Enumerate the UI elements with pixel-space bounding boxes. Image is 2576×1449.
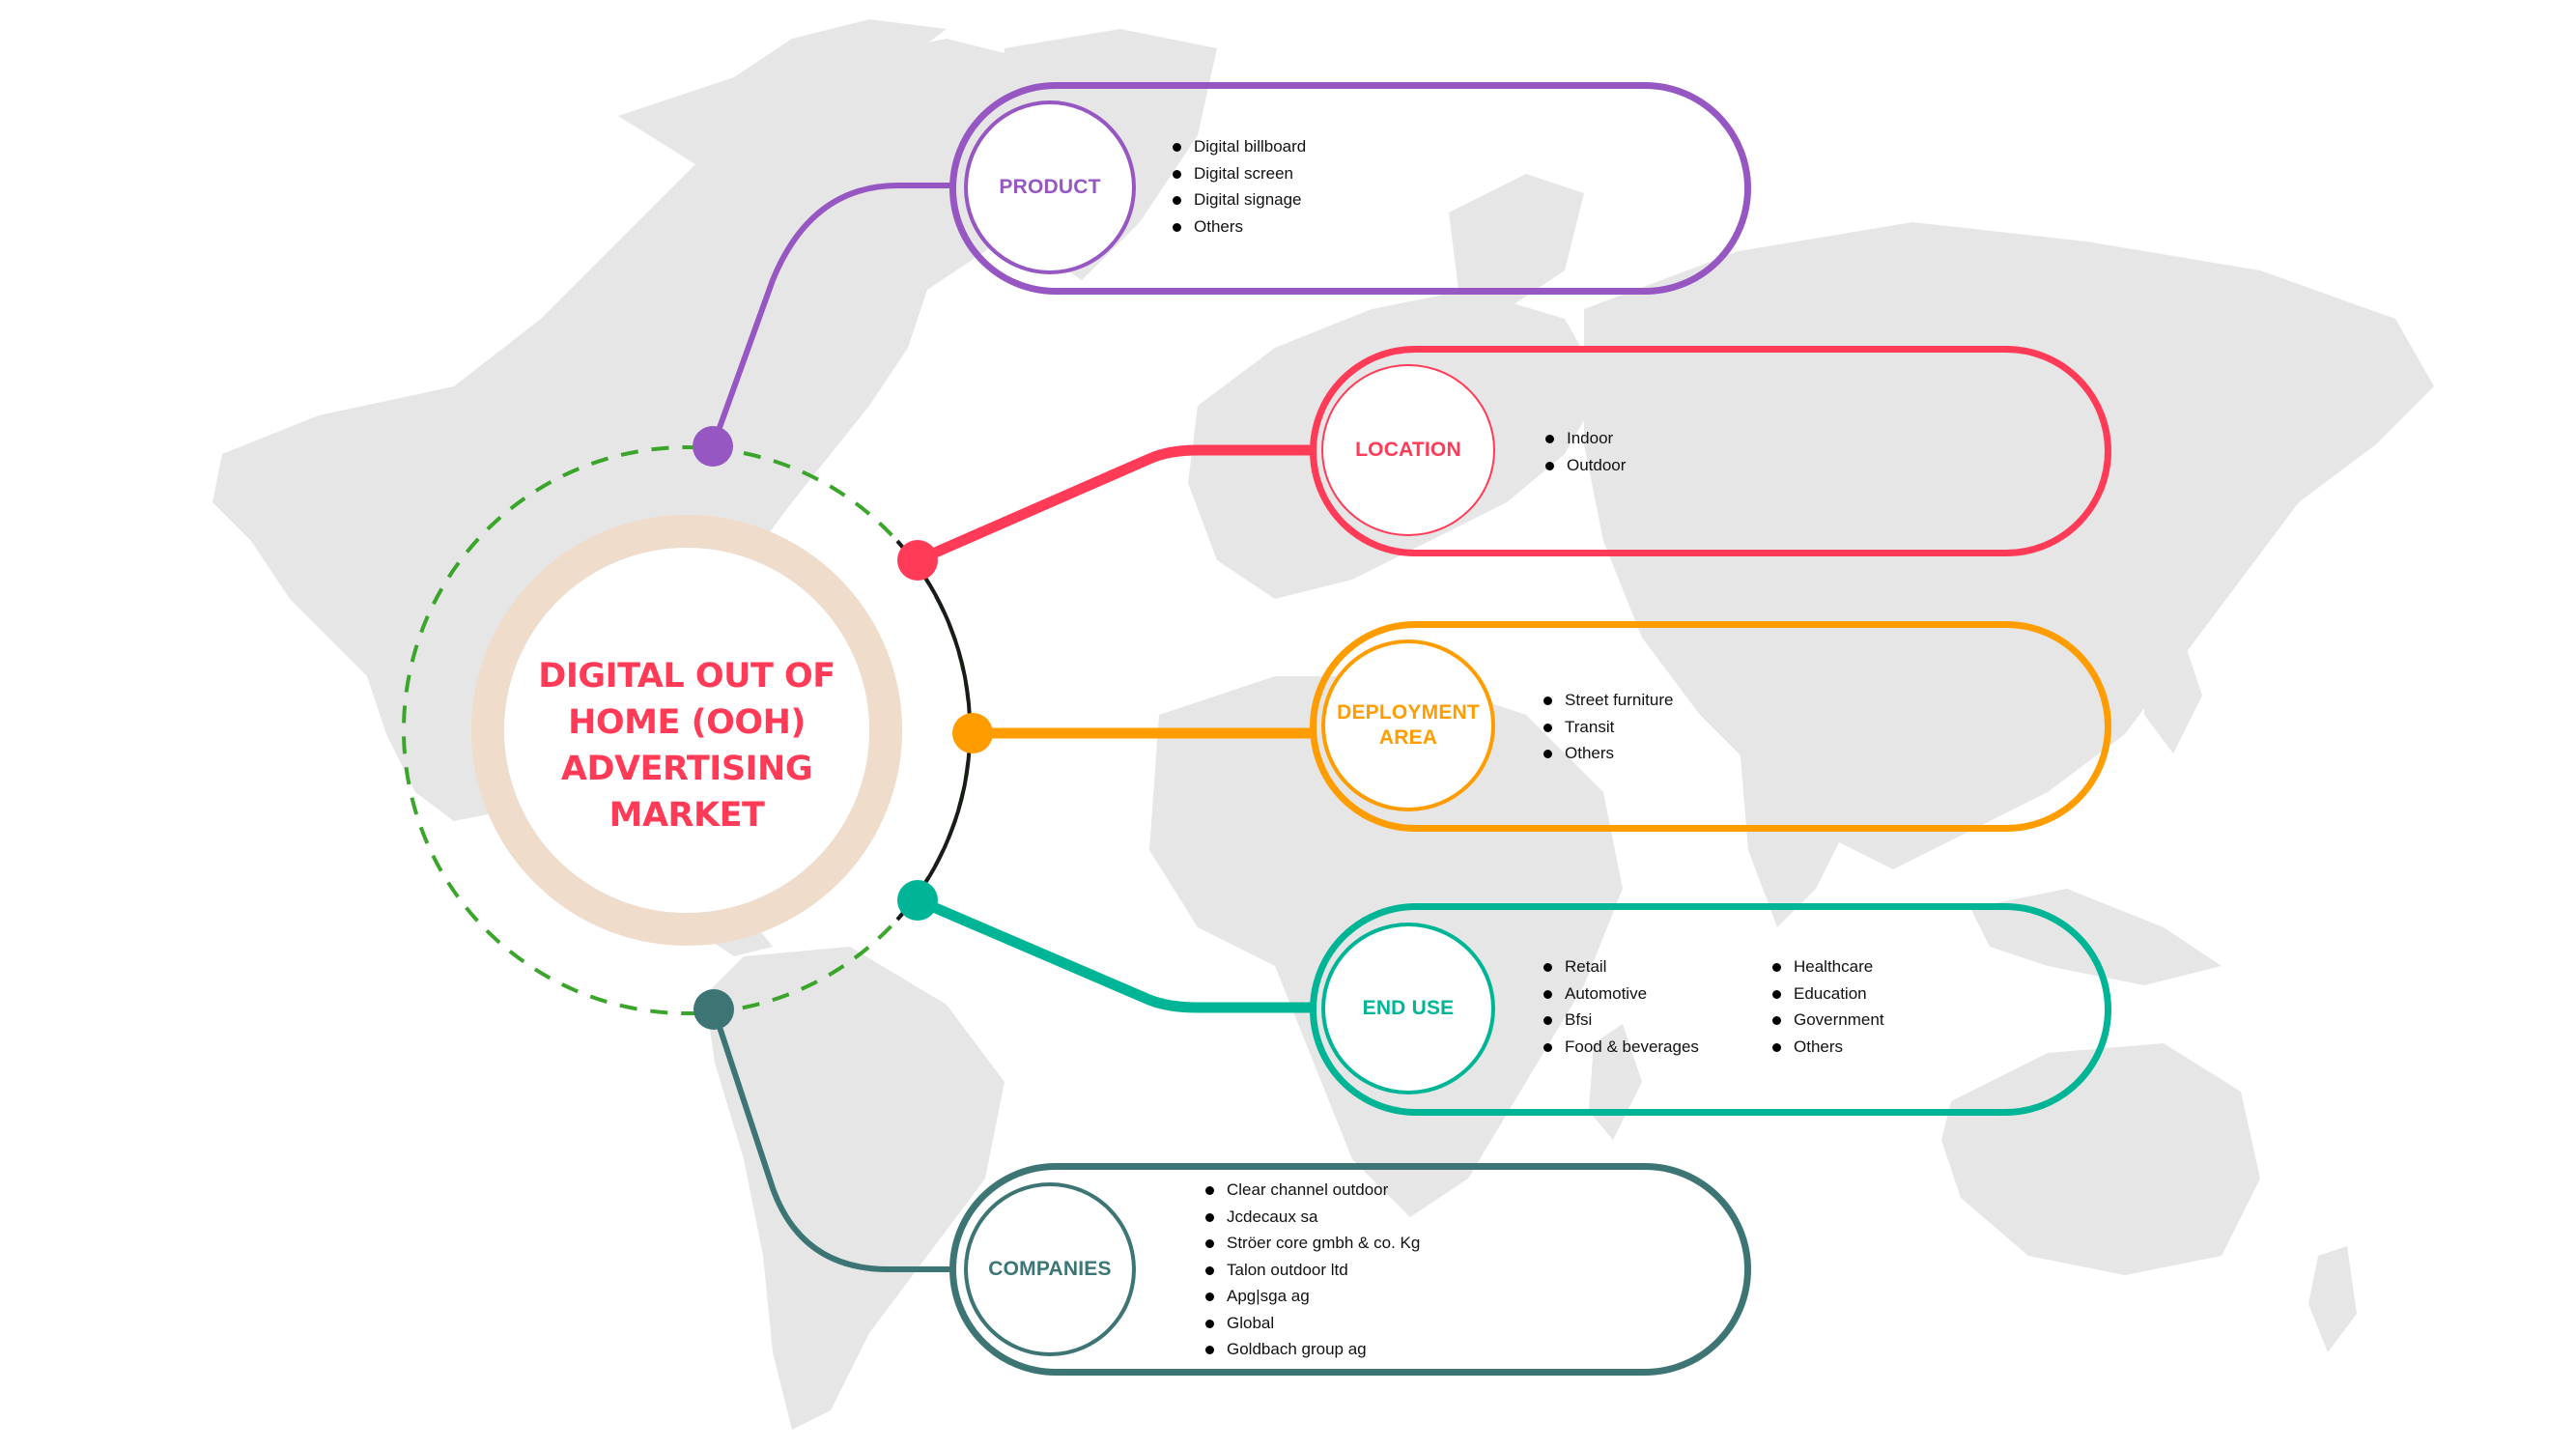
segment-items-companies: Clear channel outdoor Jcdecaux sa Ströer… [1205,1177,1420,1363]
list-item: Food & beverages [1543,1034,1699,1061]
segment-items-location: Indoor Outdoor [1545,425,1626,478]
segment-label-location: LOCATION [1355,439,1461,461]
list-item: Others [1772,1034,1884,1061]
connector-product [710,183,951,448]
segment-items-product: Digital billboard Digital screen Digital… [1173,133,1306,240]
list-item: Global [1205,1310,1420,1337]
center-title-line: ADVERTISING [560,750,813,788]
list-item: Education [1772,980,1884,1008]
list-item: Digital screen [1173,160,1306,187]
segment-badge-companies: COMPANIES [964,1182,1136,1356]
connector-end-use [915,895,1314,1013]
list-item: Bfsi [1543,1007,1699,1034]
list-item: Ströer core gmbh & co. Kg [1205,1230,1420,1257]
segment-items-end-use-col2: Healthcare Education Government Others [1772,953,1884,1060]
segment-items-deployment-area: Street furniture Transit Others [1543,687,1673,767]
list-item: Others [1543,740,1673,767]
center-title-line: DIGITAL OUT OF [538,657,835,696]
list-item: Talon outdoor ltd [1205,1257,1420,1284]
list-item: Healthcare [1772,953,1884,980]
list-item: Automotive [1543,980,1699,1008]
node-dot-location [897,540,938,581]
connector-companies [711,1009,951,1272]
list-item: Jcdecaux sa [1205,1204,1420,1231]
label-line: DEPLOYMENT [1337,701,1480,724]
segment-card-product [949,82,1751,295]
node-dot-deployment [952,713,993,753]
segment-badge-deployment-area: DEPLOYMENT AREA [1321,639,1495,811]
list-item: Digital signage [1173,186,1306,213]
center-title: DIGITAL OUT OF HOME (OOH) ADVERTISING MA… [494,653,880,838]
center-disk [504,548,869,913]
segment-badge-product: PRODUCT [964,100,1136,274]
node-dot-product [693,426,733,467]
list-item: Clear channel outdoor [1205,1177,1420,1204]
connector-location [915,444,1314,566]
list-item: Outdoor [1545,452,1626,479]
segment-label-deployment-area: DEPLOYMENT AREA [1337,700,1480,751]
node-dot-end-use [897,880,938,921]
node-dot-companies [694,989,734,1030]
segment-items-end-use-col1: Retail Automotive Bfsi Food & beverages [1543,953,1699,1060]
list-item: Street furniture [1543,687,1673,714]
segment-label-product: PRODUCT [999,176,1101,198]
segment-card-end-use [1310,903,2111,1116]
segment-card-deployment-area [1310,621,2111,832]
segment-card-companies [949,1163,1751,1376]
segment-label-companies: COMPANIES [988,1258,1112,1280]
list-item: Retail [1543,953,1699,980]
center-title-line: MARKET [609,796,765,835]
list-item: Digital billboard [1173,133,1306,160]
list-item: Transit [1543,714,1673,741]
segment-badge-location: LOCATION [1321,364,1495,536]
segment-badge-end-use: END USE [1321,923,1495,1094]
list-item: Others [1173,213,1306,241]
label-line: AREA [1378,726,1438,749]
list-item: Goldbach group ag [1205,1336,1420,1363]
segment-card-location [1310,346,2111,556]
center-title-line: HOME (OOH) [568,703,806,742]
beige-ring [471,515,902,946]
segment-label-end-use: END USE [1362,997,1455,1019]
list-item: Government [1772,1007,1884,1034]
list-item: Indoor [1545,425,1626,452]
list-item: Apg|sga ag [1205,1283,1420,1310]
